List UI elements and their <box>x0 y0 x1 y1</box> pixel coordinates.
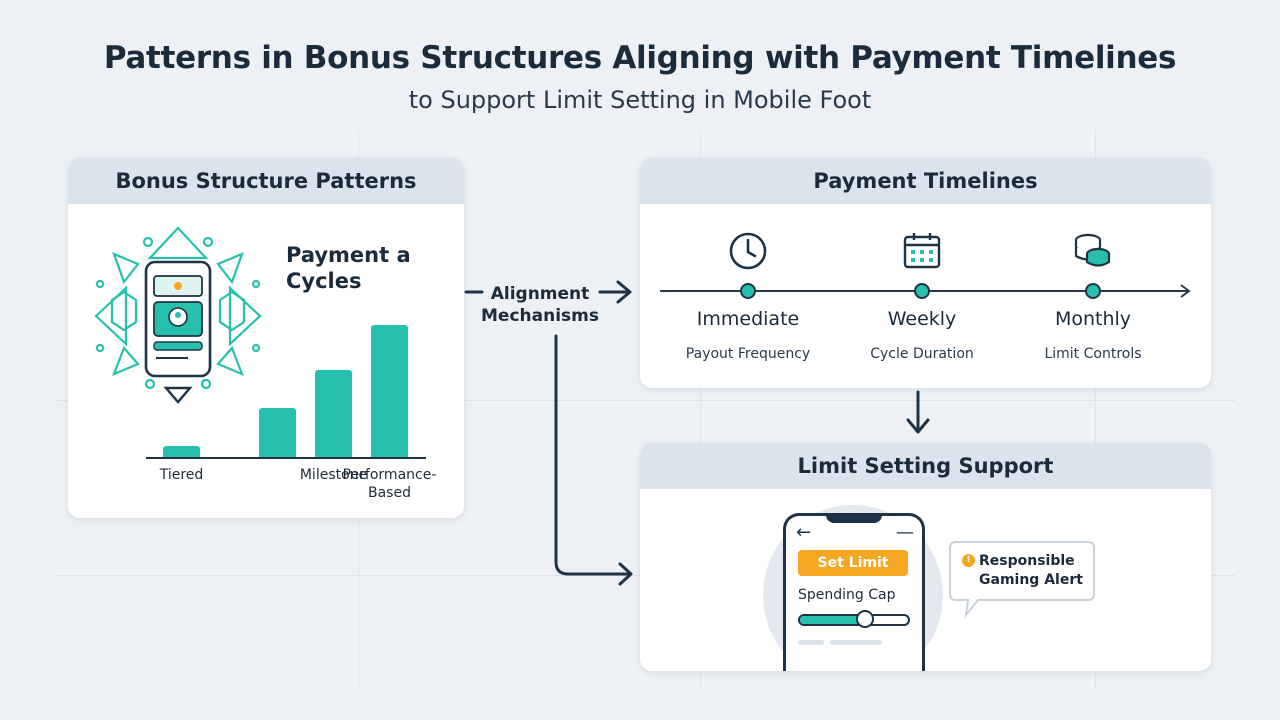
alert-speech-bubble <box>949 541 1095 619</box>
timeline-dot <box>740 283 756 299</box>
phone-mockup: ← — Set Limit Spending Cap <box>783 513 925 671</box>
limit-card-header: Limit Setting Support <box>640 443 1211 489</box>
alignment-mechanisms-label: Alignment Mechanisms <box>481 284 599 326</box>
grid-line <box>55 400 1235 401</box>
bar <box>371 325 408 457</box>
bar-label: Milestone <box>299 467 368 483</box>
coins-icon <box>1074 233 1111 267</box>
placeholder-line <box>798 640 824 645</box>
bonus-card-header: Bonus Structure Patterns <box>68 158 464 204</box>
payment-cycles-title: Payment a Cycles <box>286 243 411 293</box>
timeline-sublabel: Payout Frequency <box>685 346 811 362</box>
bar <box>259 408 296 457</box>
grid-line <box>700 130 701 690</box>
limit-setting-card: Limit Setting Support ← — Set Limit Spen… <box>640 443 1211 671</box>
payment-card-header: Payment Timelines <box>640 158 1211 204</box>
spending-cap-fill <box>800 616 865 624</box>
back-arrow-icon[interactable]: ← <box>796 522 812 543</box>
phone-notch <box>826 515 882 523</box>
timeline-label: Monthly <box>1054 308 1132 330</box>
set-limit-button[interactable]: Set Limit <box>798 550 908 576</box>
timeline-sublabel: Limit Controls <box>1044 346 1142 362</box>
clock-icon <box>729 232 767 270</box>
spending-cap-handle[interactable] <box>855 610 874 628</box>
timeline-dot <box>914 283 930 299</box>
calendar-icon <box>903 233 941 269</box>
timeline-label: Weekly <box>887 308 957 330</box>
bonus-structure-card: Bonus Structure Patterns <box>68 158 464 518</box>
page-title: Patterns in Bonus Structures Aligning wi… <box>103 40 1177 76</box>
placeholder-line <box>830 640 882 645</box>
responsible-gaming-alert-text: Responsible Gaming Alert <box>979 553 1083 588</box>
mobile-bonus-icon <box>94 226 262 404</box>
bar <box>163 446 200 457</box>
timeline-dot <box>1085 283 1101 299</box>
bar <box>315 369 352 457</box>
page-subtitle: to Support Limit Setting in Mobile Foot <box>408 86 872 114</box>
alert-warning-icon: ! <box>962 554 975 567</box>
bar-label: Tiered <box>159 467 204 483</box>
bar-chart-baseline <box>146 457 426 459</box>
minimize-icon[interactable]: — <box>896 522 914 543</box>
timeline-sublabel: Cycle Duration <box>870 346 974 362</box>
spending-cap-label: Spending Cap <box>798 587 896 603</box>
bar-label: Performance-Based <box>342 467 437 501</box>
spending-cap-slider[interactable] <box>798 610 910 628</box>
timeline-label: Immediate <box>696 308 800 330</box>
grid-line <box>1095 130 1096 690</box>
